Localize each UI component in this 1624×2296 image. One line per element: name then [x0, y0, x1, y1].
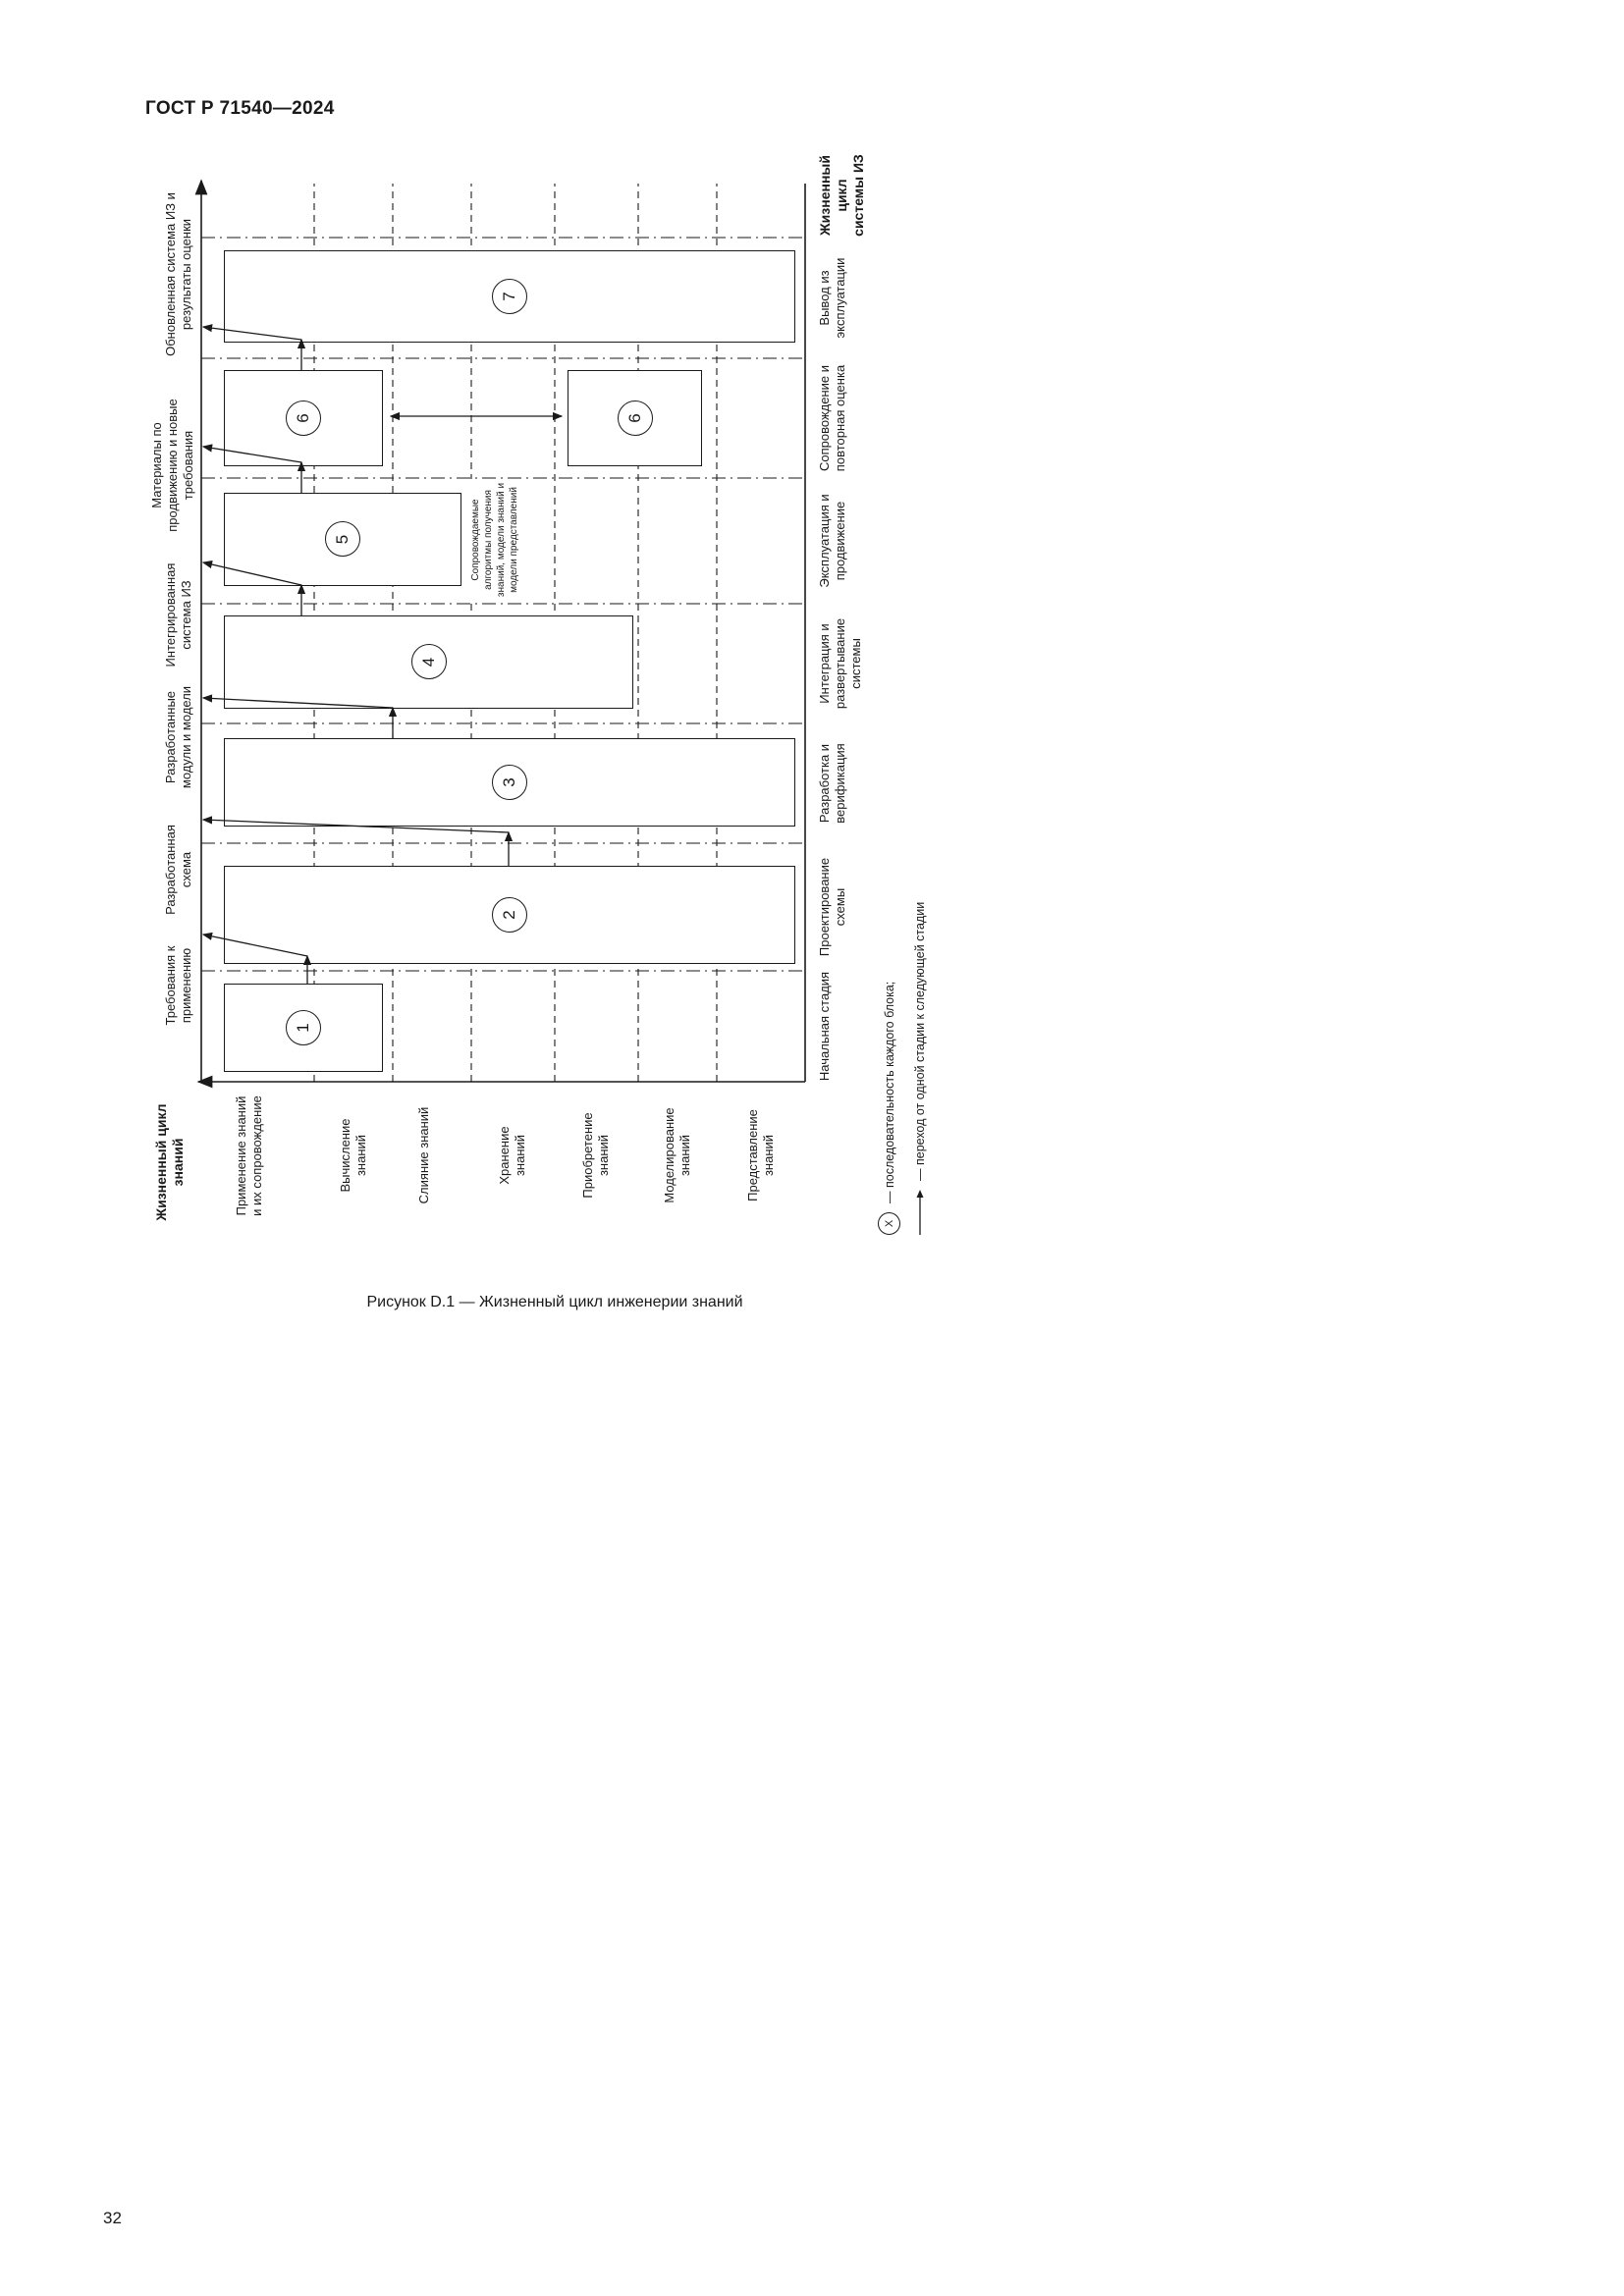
stage-label-operation: Эксплуатация и продвижение — [817, 494, 847, 588]
page-number: 32 — [103, 2209, 122, 2227]
row-label-knowledge-storage: Хранение знаний — [497, 1126, 527, 1185]
block-2-schema-design: 2 — [224, 866, 795, 964]
stage-label-initial: Начальная стадия — [817, 971, 832, 1082]
block-2-number: 2 — [492, 897, 527, 933]
block-5-number: 5 — [325, 521, 360, 558]
row-label-knowledge-modeling: Моделирование знаний — [662, 1107, 692, 1203]
row-label-knowledge-application: Применение знаний и их сопровождение — [234, 1095, 264, 1216]
block-1-initial-stage: 1 — [224, 984, 383, 1072]
stage-label-decommission: Вывод из эксплуатации — [817, 257, 847, 339]
figure-caption: Рисунок D.1 — Жизненный цикл инженерии з… — [366, 1294, 743, 1310]
output-label-updated-system: Обновленная система ИЗ и результаты оцен… — [163, 192, 193, 356]
y-axis-title: Жизненный цикл знаний — [153, 1103, 186, 1221]
block-6-upper-number: 6 — [286, 400, 321, 436]
row-label-knowledge-fusion: Слияние знаний — [416, 1106, 431, 1204]
x-axis-title: Жизненный цикл системы ИЗ — [817, 154, 866, 237]
block-3-development: 3 — [224, 738, 795, 827]
row-label-knowledge-computation: Вычисление знаний — [338, 1118, 368, 1193]
stage-label-development: Разработка и верификация — [817, 743, 847, 824]
figure-rotated-wrapper: Жизненный цикл знаний Применение знаний … — [147, 149, 962, 1249]
stage-label-integration: Интеграция и развертывание системы — [817, 617, 863, 710]
circled-number-icon: Х — [878, 1212, 900, 1235]
axes — [194, 179, 806, 1089]
legend-item-stage-transition: — переход от одной стадии к следующей ст… — [913, 902, 927, 1235]
output-label-promotion-materials: Материалы по продвижению и новые требова… — [149, 399, 195, 532]
block-1-number: 1 — [286, 1010, 321, 1045]
block-3-number: 3 — [492, 765, 527, 800]
document-header: ГОСТ Р 71540—2024 — [145, 98, 335, 119]
output-label-integrated-system: Интегрированная система ИЗ — [163, 562, 193, 667]
transition-arrow-icon — [916, 1190, 924, 1235]
block-7-number: 7 — [492, 279, 527, 314]
block-4-number: 4 — [410, 644, 447, 680]
column-boundaries — [201, 237, 805, 972]
output-label-application-requirements: Требования к применению — [163, 945, 193, 1026]
legend-text-stage-transition: — переход от одной стадии к следующей ст… — [913, 901, 927, 1181]
row-label-knowledge-representation: Представление знаний — [745, 1109, 776, 1201]
lifecycle-diagram: Жизненный цикл знаний Применение знаний … — [147, 149, 962, 1249]
block-5-operation: 5 — [224, 493, 461, 586]
output-label-developed-modules: Разработанные модули и модели — [163, 685, 193, 789]
output-label-developed-schema: Разработанная схема — [163, 825, 193, 915]
row-label-knowledge-acquisition: Приобретение знаний — [580, 1112, 611, 1199]
block-6-maintenance-lower: 6 — [568, 370, 702, 466]
block-7-decommission: 7 — [224, 250, 795, 343]
legend-item-block-sequence: Х — последовательность каждого блока; — [878, 982, 900, 1235]
stage-label-maintenance: Сопровождение и повторная оценка — [817, 364, 847, 472]
legend-text-block-sequence: — последовательность каждого блока; — [882, 981, 896, 1203]
block-4-integration: 4 — [224, 615, 633, 709]
block-6-maintenance-upper: 6 — [224, 370, 383, 466]
annotation-note: Сопровождаемые алгоритмы получения знани… — [469, 479, 520, 601]
block-6-lower-number: 6 — [617, 400, 653, 436]
stage-label-schema-design: Проектирование схемы — [817, 857, 847, 957]
